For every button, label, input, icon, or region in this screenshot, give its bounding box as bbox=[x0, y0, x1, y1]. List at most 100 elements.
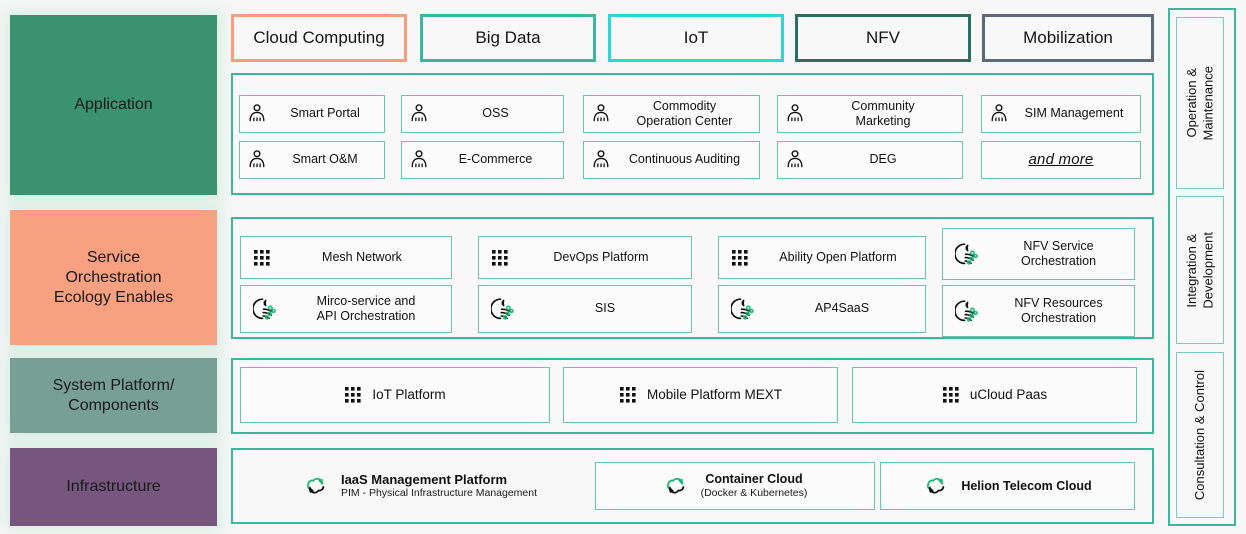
category-pill-label: Cloud Computing bbox=[253, 28, 385, 47]
orchestration-icon bbox=[253, 298, 276, 320]
service-tile-label: AP4SaaS bbox=[814, 301, 870, 316]
cloud-refresh-icon bbox=[307, 477, 325, 494]
grid-dots-icon bbox=[345, 387, 361, 403]
category-pill-nfv[interactable]: NFV bbox=[795, 14, 971, 62]
orchestration-icon bbox=[491, 298, 514, 320]
infra-tile-content: Helion Telecom Cloud bbox=[923, 473, 1092, 499]
app-tile-oss[interactable]: OSS bbox=[401, 95, 564, 133]
category-pill-label: IoT bbox=[683, 28, 709, 47]
category-pill-label: Big Data bbox=[475, 28, 541, 47]
rail-item-consultation-and-control[interactable]: Consultation & Control bbox=[1176, 352, 1224, 518]
layer-label-infrastructure: Infrastructure bbox=[10, 448, 217, 526]
grid-dots-icon bbox=[619, 387, 636, 403]
rail-item-label: Operation &Maintenance bbox=[1183, 65, 1215, 141]
app-tile-label: Smart Portal bbox=[290, 106, 360, 121]
service-tile-label: Ability Open Platform bbox=[779, 249, 897, 264]
rail-item-label: Consultation & Control bbox=[1191, 369, 1207, 501]
app-tile-sim-management[interactable]: SIM Management bbox=[981, 95, 1141, 133]
app-tile-and-more[interactable]: and more bbox=[981, 141, 1141, 179]
infra-tile-text: Container Cloud(Docker & Kubernetes) bbox=[701, 472, 808, 500]
app-tile-smart-portal[interactable]: Smart Portal bbox=[239, 95, 385, 133]
app-tile-deg[interactable]: DEG bbox=[777, 141, 963, 179]
person-icon bbox=[787, 150, 803, 168]
infra-tile-title: IaaS Management Platform bbox=[340, 471, 508, 487]
service-tile-ap4saas[interactable]: AP4SaaS bbox=[718, 285, 926, 333]
category-pill-mobilization[interactable]: Mobilization bbox=[982, 14, 1154, 62]
person-icon bbox=[787, 104, 803, 122]
app-tile-label: SIM Management bbox=[1024, 106, 1124, 121]
app-tile-continuous-auditing[interactable]: Continuous Auditing bbox=[583, 141, 760, 179]
app-tile-label: OSS bbox=[482, 106, 509, 121]
layer-label-text: System Platform/Components bbox=[52, 376, 175, 414]
service-tile-label: Mesh Network bbox=[322, 249, 402, 264]
grid-dots-icon bbox=[492, 249, 508, 266]
system-tile-content: IoT Platform bbox=[344, 386, 446, 404]
cloud-refresh-icon bbox=[927, 477, 945, 494]
rail-item-integration-and-development[interactable]: Integration &Development bbox=[1176, 196, 1224, 344]
grid-dots-icon bbox=[732, 249, 748, 266]
orchestration-icon bbox=[731, 298, 754, 320]
service-tile-sis[interactable]: SIS bbox=[478, 285, 692, 333]
layer-label-application: Application bbox=[10, 15, 217, 195]
person-icon bbox=[411, 150, 427, 168]
service-tile-label: DevOps Platform bbox=[553, 249, 649, 264]
category-pill-iot[interactable]: IoT bbox=[608, 14, 784, 62]
person-icon bbox=[249, 150, 265, 168]
app-tile-e-commerce[interactable]: E-Commerce bbox=[401, 141, 564, 179]
category-pill-cloud-computing[interactable]: Cloud Computing bbox=[231, 14, 407, 62]
cloud-refresh-icon bbox=[666, 477, 684, 494]
app-tile-label: E-Commerce bbox=[458, 152, 533, 167]
layer-label-text: Infrastructure bbox=[66, 478, 161, 495]
infra-tile-title: Helion Telecom Cloud bbox=[961, 478, 1092, 493]
infra-tile-subtitle: (Docker & Kubernetes) bbox=[700, 486, 808, 499]
layer-label-text: Application bbox=[74, 96, 153, 113]
app-tile-smart-o-m[interactable]: Smart O&M bbox=[239, 141, 385, 179]
grid-dots-icon bbox=[942, 387, 959, 403]
service-tile-mesh-network[interactable]: Mesh Network bbox=[240, 236, 452, 279]
infra-tile-subtitle: PIM - Physical Infrastructure Management bbox=[340, 487, 538, 500]
app-tile-label: and more bbox=[1028, 150, 1094, 168]
app-tile-label: Continuous Auditing bbox=[628, 152, 741, 167]
app-tile-label: Smart O&M bbox=[292, 152, 358, 167]
infra-tile-container-cloud[interactable]: Container Cloud(Docker & Kubernetes) bbox=[595, 462, 875, 510]
system-tile-iot-platform[interactable]: IoT Platform bbox=[240, 367, 550, 423]
person-icon bbox=[593, 104, 609, 122]
infra-tile-text: Helion Telecom Cloud bbox=[961, 479, 1091, 494]
system-tile-mobile-platform-mext[interactable]: Mobile Platform MEXT bbox=[563, 367, 838, 423]
category-pill-label: NFV bbox=[866, 28, 900, 47]
service-tile-devops-platform[interactable]: DevOps Platform bbox=[478, 236, 692, 279]
service-tile-ability-open-platform[interactable]: Ability Open Platform bbox=[718, 236, 926, 279]
system-tile-label: Mobile Platform MEXT bbox=[646, 386, 783, 402]
app-tile-label: DEG bbox=[869, 152, 897, 167]
system-tile-content: Mobile Platform MEXT bbox=[619, 386, 782, 404]
person-icon bbox=[991, 104, 1007, 122]
rail-item-operation-and-maintenance[interactable]: Operation &Maintenance bbox=[1176, 17, 1224, 189]
orchestration-icon bbox=[955, 243, 978, 265]
orchestration-icon bbox=[955, 300, 978, 322]
system-tile-ucloud-paas[interactable]: uCloud Paas bbox=[852, 367, 1137, 423]
grid-dots-icon bbox=[254, 249, 270, 266]
service-tile-label: SIS bbox=[594, 301, 616, 316]
system-tile-content: uCloud Paas bbox=[942, 386, 1047, 404]
category-pill-big-data[interactable]: Big Data bbox=[420, 14, 596, 62]
layer-label-system: System Platform/Components bbox=[10, 358, 217, 433]
infra-tile-content: Container Cloud(Docker & Kubernetes) bbox=[663, 472, 808, 500]
category-pill-label: Mobilization bbox=[1023, 28, 1113, 47]
system-tile-label: uCloud Paas bbox=[969, 386, 1048, 402]
infra-tile-helion-telecom-cloud[interactable]: Helion Telecom Cloud bbox=[880, 462, 1135, 510]
person-icon bbox=[249, 104, 265, 122]
system-tile-label: IoT Platform bbox=[372, 386, 446, 402]
